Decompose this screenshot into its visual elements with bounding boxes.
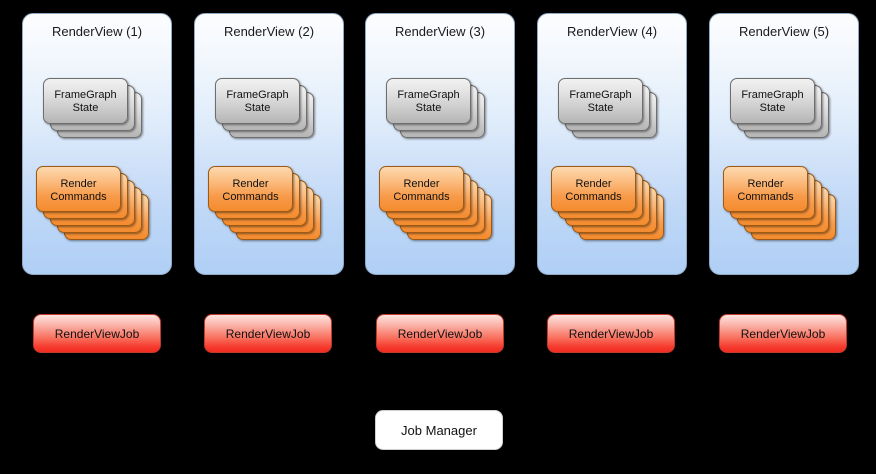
render-commands-label-line1: Render <box>575 178 612 190</box>
render-commands-card-front: Render Commands <box>36 166 121 212</box>
render-commands-label-line2: Commands <box>393 191 450 203</box>
renderview-title: RenderView (3) <box>394 24 486 39</box>
renderviewjob-box-1[interactable]: RenderViewJob <box>33 314 161 353</box>
render-commands-label-line2: Commands <box>737 191 794 203</box>
render-commands-label-line1: Render <box>403 178 440 190</box>
renderview-panel-3[interactable]: RenderView (3) FrameGraph State Render C… <box>365 13 515 275</box>
render-commands-card-front: Render Commands <box>551 166 636 212</box>
renderview-title: RenderView (1) <box>51 24 143 39</box>
renderviewjob-box-2[interactable]: RenderViewJob <box>204 314 332 353</box>
renderviewjob-label: RenderViewJob <box>225 326 311 341</box>
framegraph-state-label-line2: State <box>759 102 786 114</box>
render-commands-label-line1: Render <box>232 178 269 190</box>
render-commands-label-line2: Commands <box>565 191 622 203</box>
framegraph-state-label-line2: State <box>244 102 271 114</box>
renderviewjob-label: RenderViewJob <box>397 326 483 341</box>
renderviewjob-label: RenderViewJob <box>568 326 654 341</box>
render-commands-label-line1: Render <box>747 178 784 190</box>
framegraph-state-label-line1: FrameGraph <box>397 89 460 101</box>
render-commands-label-line1: Render <box>60 178 97 190</box>
framegraph-state-label-line1: FrameGraph <box>226 89 289 101</box>
framegraph-state-label-line2: State <box>415 102 442 114</box>
job-manager-label: Job Manager <box>401 422 477 438</box>
renderview-panel-5[interactable]: RenderView (5) FrameGraph State Render C… <box>709 13 859 275</box>
framegraph-state-card-front: FrameGraph State <box>558 78 643 124</box>
renderview-panel-2[interactable]: RenderView (2) FrameGraph State Render C… <box>194 13 344 275</box>
framegraph-state-card-front: FrameGraph State <box>43 78 128 124</box>
job-manager-box[interactable]: Job Manager <box>375 410 503 450</box>
renderviewjob-label: RenderViewJob <box>740 326 826 341</box>
framegraph-state-card-front: FrameGraph State <box>386 78 471 124</box>
renderview-title: RenderView (2) <box>223 24 315 39</box>
framegraph-state-card-front: FrameGraph State <box>730 78 815 124</box>
framegraph-state-card-front: FrameGraph State <box>215 78 300 124</box>
renderview-title: RenderView (5) <box>738 24 830 39</box>
framegraph-state-label-line2: State <box>587 102 614 114</box>
render-commands-card-front: Render Commands <box>723 166 808 212</box>
framegraph-state-label-line2: State <box>72 102 99 114</box>
renderview-panel-4[interactable]: RenderView (4) FrameGraph State Render C… <box>537 13 687 275</box>
framegraph-state-label-line1: FrameGraph <box>741 89 804 101</box>
renderviewjob-box-5[interactable]: RenderViewJob <box>719 314 847 353</box>
renderviewjob-box-4[interactable]: RenderViewJob <box>547 314 675 353</box>
render-commands-card-front: Render Commands <box>208 166 293 212</box>
render-commands-label-line2: Commands <box>222 191 279 203</box>
renderviewjob-label: RenderViewJob <box>54 326 140 341</box>
framegraph-state-label-line1: FrameGraph <box>569 89 632 101</box>
framegraph-state-label-line1: FrameGraph <box>54 89 117 101</box>
renderviewjob-box-3[interactable]: RenderViewJob <box>376 314 504 353</box>
renderview-panel-1[interactable]: RenderView (1) FrameGraph State Render C… <box>22 13 172 275</box>
renderview-title: RenderView (4) <box>566 24 658 39</box>
render-commands-label-line2: Commands <box>50 191 107 203</box>
render-commands-card-front: Render Commands <box>379 166 464 212</box>
